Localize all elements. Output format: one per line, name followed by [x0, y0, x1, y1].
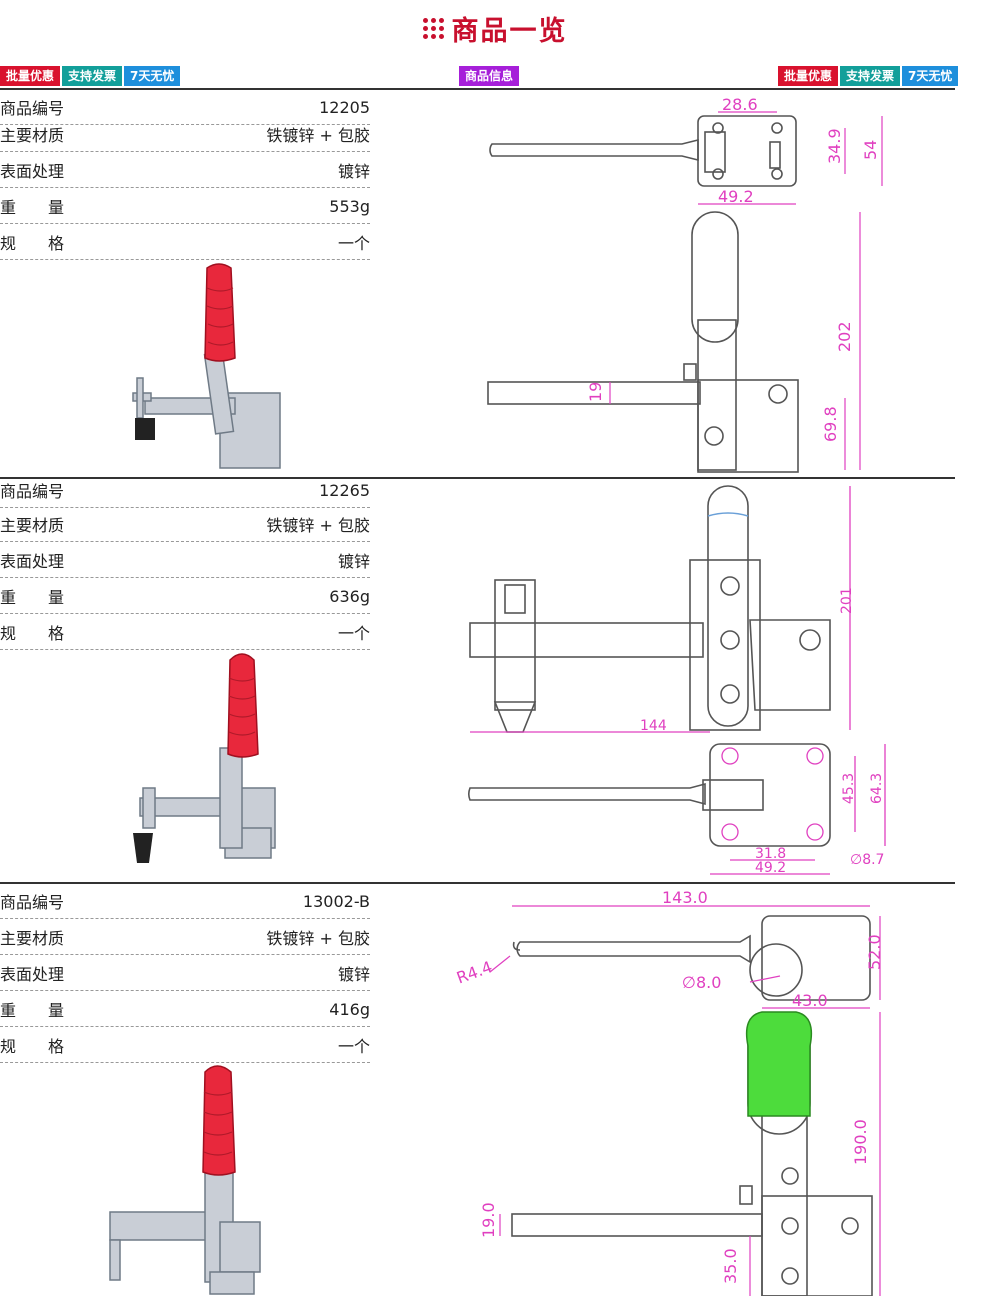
spec-label: 主要材质	[0, 516, 65, 535]
spec-label: 重 量	[0, 588, 65, 607]
spec-label: 表面处理	[0, 965, 65, 984]
dots-icon	[422, 17, 444, 39]
tag-7day: 7天无忧	[124, 66, 181, 86]
spec-value: 12205	[319, 97, 370, 117]
dim-label: 19.0	[479, 1202, 498, 1238]
dim-label: 49.2	[755, 860, 786, 876]
tag-bulk-discount: 批量优惠	[778, 66, 839, 86]
product-3-drawing: 143.0 R4.4 52.0 ∅8.0 43.0 190.0 19.0 35.…	[454, 888, 884, 1296]
spec-row: 主要材质 铁镀锌 + 包胶	[0, 507, 370, 542]
spec-row: 规 格 一个	[0, 1028, 370, 1063]
spec-row: 重 量 636g	[0, 579, 370, 614]
dim-label: 64.3	[869, 773, 885, 804]
spec-value: 镀锌	[337, 552, 370, 571]
section-divider	[0, 882, 955, 884]
product-2-drawing: 201 144 45.3 64.3 31.8 49.2 ∅8.7	[468, 485, 886, 876]
spec-row: 规 格 一个	[0, 225, 370, 260]
spec-value: 铁镀锌 + 包胶	[266, 516, 370, 535]
product-2-photo	[133, 653, 276, 863]
spec-row: 商品编号 12265	[0, 473, 370, 508]
dim-label: 31.8	[755, 846, 786, 862]
spec-label: 主要材质	[0, 929, 65, 948]
spec-label: 重 量	[0, 1001, 65, 1020]
spec-label: 重 量	[0, 198, 65, 217]
spec-label: 表面处理	[0, 552, 65, 571]
spec-value: 一个	[337, 1037, 370, 1056]
product-1-drawing: 28.6 34.9 54 49.2 202 19 69.8	[487, 95, 883, 473]
dim-label: ∅8.7	[850, 852, 884, 868]
spec-row: 商品编号 13002-B	[0, 884, 370, 919]
spec-value: 铁镀锌 + 包胶	[266, 126, 370, 145]
page-title-bar: 商品一览	[0, 8, 990, 48]
dim-label: 190.0	[851, 1119, 870, 1165]
dim-label: 144	[640, 718, 667, 734]
spec-row: 表面处理 镀锌	[0, 543, 370, 578]
spec-row: 重 量 553g	[0, 189, 370, 224]
dim-label: 69.8	[821, 406, 840, 442]
spec-label: 商品编号	[0, 99, 65, 118]
spec-row: 重 量 416g	[0, 992, 370, 1027]
tags-left: 批量优惠 支持发票 7天无忧	[0, 66, 181, 86]
spec-label: 规 格	[0, 234, 65, 253]
tag-invoice: 支持发票	[62, 66, 123, 86]
dim-label: 19	[586, 382, 605, 402]
dim-label: 34.9	[825, 128, 844, 164]
spec-label: 表面处理	[0, 162, 65, 181]
dim-label: R4.4	[454, 957, 495, 987]
product-1-photo	[132, 263, 281, 469]
dim-label: 35.0	[721, 1248, 740, 1284]
spec-label: 规 格	[0, 1037, 65, 1056]
tags-right: 批量优惠 支持发票 7天无忧	[778, 66, 959, 86]
spec-row: 主要材质 铁镀锌 + 包胶	[0, 117, 370, 152]
product-3-photo	[109, 1065, 261, 1295]
dim-label: 28.6	[722, 95, 758, 114]
spec-row: 商品编号 12205	[0, 90, 370, 125]
spec-value: 636g	[329, 586, 370, 606]
dim-label: 45.3	[841, 773, 857, 804]
dim-label: 49.2	[718, 187, 754, 206]
section-divider	[0, 477, 955, 479]
spec-row: 表面处理 镀锌	[0, 956, 370, 991]
spec-label: 商品编号	[0, 893, 65, 912]
spec-row: 表面处理 镀锌	[0, 153, 370, 188]
dim-label: 143.0	[662, 888, 708, 907]
spec-value: 13002-B	[302, 891, 370, 911]
spec-value: 镀锌	[337, 965, 370, 984]
spec-value: 镀锌	[337, 162, 370, 181]
spec-value: 12265	[319, 480, 370, 500]
spec-label: 规 格	[0, 624, 65, 643]
dim-label: 43.0	[792, 991, 828, 1010]
tag-bulk-discount: 批量优惠	[0, 66, 61, 86]
dim-label: 52.0	[865, 934, 884, 970]
tag-center-wrap: 商品信息	[459, 66, 520, 86]
dim-label: 54	[861, 140, 880, 160]
spec-value: 416g	[329, 999, 370, 1019]
spec-value: 一个	[337, 234, 370, 253]
spec-value: 553g	[329, 196, 370, 216]
spec-row: 规 格 一个	[0, 615, 370, 650]
page-title: 商品一览	[451, 15, 568, 47]
dim-label: 202	[835, 321, 854, 352]
top-divider	[0, 88, 955, 90]
dim-label: ∅8.0	[682, 973, 721, 992]
dim-label: 201	[839, 587, 855, 614]
spec-value: 铁镀锌 + 包胶	[266, 929, 370, 948]
spec-value: 一个	[337, 624, 370, 643]
tag-7day: 7天无忧	[902, 66, 959, 86]
spec-row: 主要材质 铁镀锌 + 包胶	[0, 920, 370, 955]
tag-invoice: 支持发票	[840, 66, 901, 86]
tag-product-info: 商品信息	[459, 66, 520, 86]
spec-label: 商品编号	[0, 482, 65, 501]
spec-label: 主要材质	[0, 126, 65, 145]
